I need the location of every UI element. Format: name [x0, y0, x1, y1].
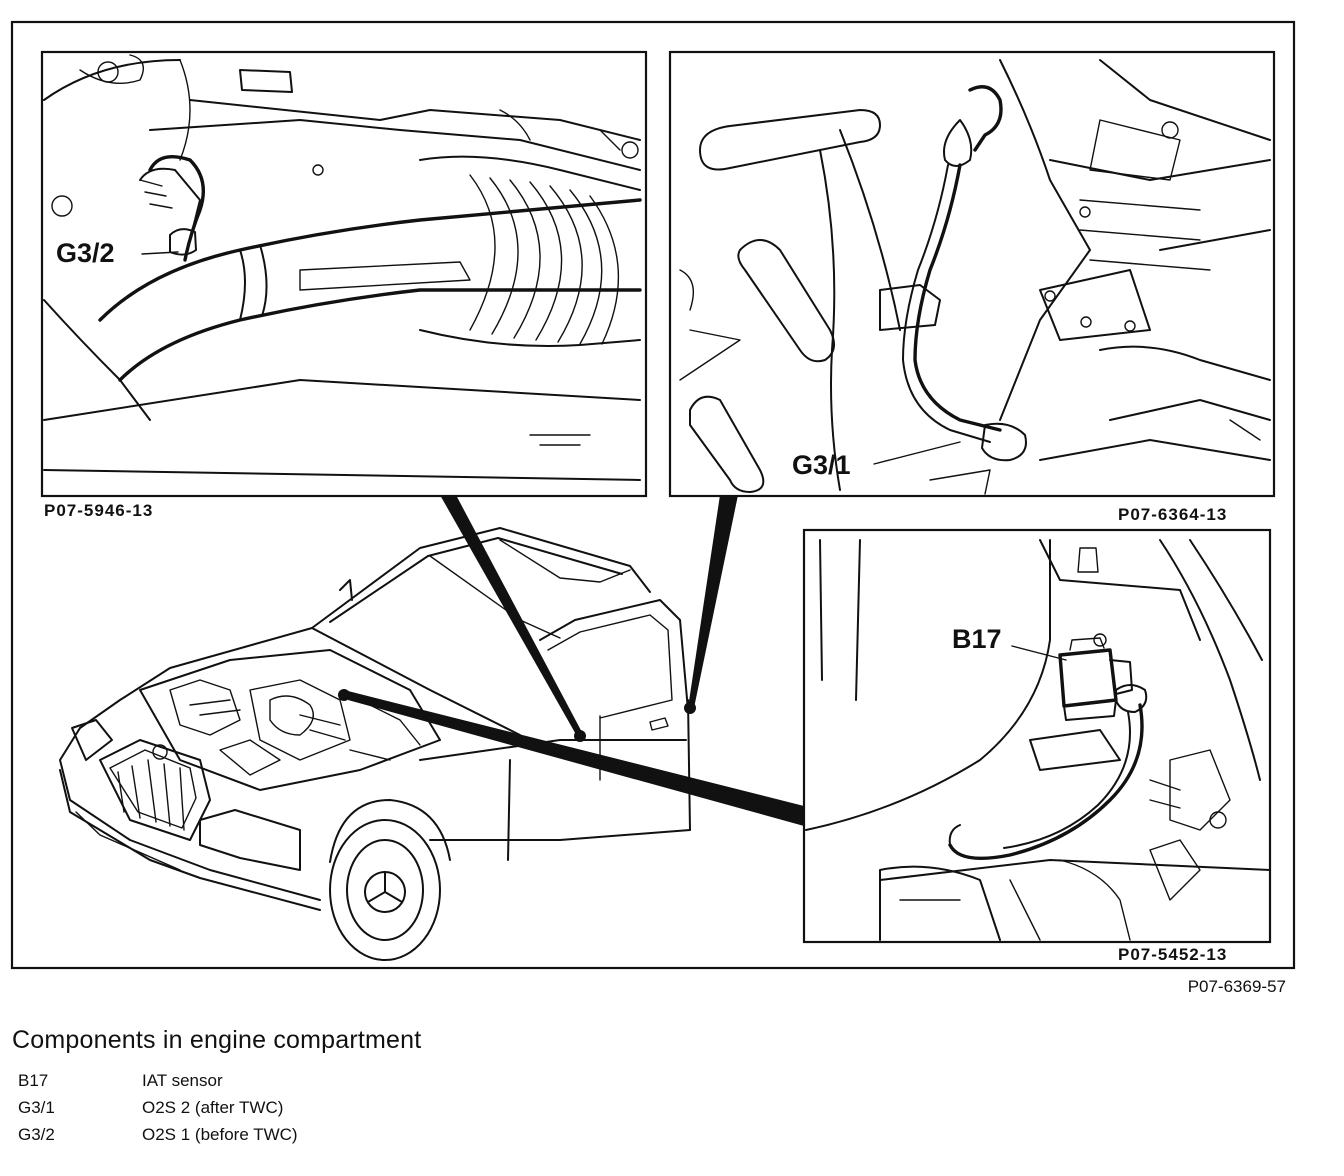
exhaust-drawing	[43, 54, 642, 481]
legend-code: G3/1	[18, 1097, 55, 1117]
car-illustration	[59, 527, 691, 961]
legend-description: O2S 1 (before TWC)	[142, 1124, 298, 1144]
detail-panel-g3-1: G3/1	[668, 50, 1276, 498]
legend-description: IAT sensor	[142, 1070, 223, 1090]
panel-code-top-left: P07-5946-13	[44, 501, 153, 520]
callout-g3-2: G3/2	[56, 238, 179, 268]
exhaust-drawing-2	[679, 59, 1271, 495]
figure-code: P07-6369-57	[1188, 977, 1286, 996]
legend-row: B17 IAT sensor	[12, 1067, 912, 1094]
pointer-wedge-b17	[344, 690, 804, 826]
callout-label-b17: B17	[952, 624, 1002, 654]
caption-legend: Components in engine compartment B17 IAT…	[12, 1026, 912, 1148]
callout-label-g3-2: G3/2	[56, 238, 115, 268]
mercedes-star-icon	[364, 871, 406, 913]
panel-code-top-right: P07-6364-13	[1118, 505, 1227, 524]
hood-star-icon	[152, 744, 168, 760]
detail-panel-b17: B17	[802, 528, 1272, 944]
caption-title: Components in engine compartment	[12, 1026, 422, 1054]
legend-code: G3/2	[18, 1124, 55, 1144]
callout-label-g3-1: G3/1	[792, 450, 851, 480]
panel-code-bottom-right: P07-5452-13	[1118, 945, 1227, 964]
callout-b17: B17	[952, 624, 1067, 661]
legend-description: O2S 2 (after TWC)	[142, 1097, 284, 1117]
detail-panel-g3-2: G3/2	[40, 50, 648, 498]
pointer-wedge-g3-1	[688, 495, 738, 708]
legend-row: G3/1 O2S 2 (after TWC)	[12, 1094, 912, 1121]
callout-g3-1: G3/1	[792, 441, 961, 480]
legend-row: G3/2 O2S 1 (before TWC)	[12, 1121, 912, 1148]
pointer-wedge-g3-2	[440, 495, 584, 738]
intake-drawing	[805, 539, 1271, 941]
legend-code: B17	[18, 1070, 49, 1090]
callout-pointers	[338, 495, 804, 826]
